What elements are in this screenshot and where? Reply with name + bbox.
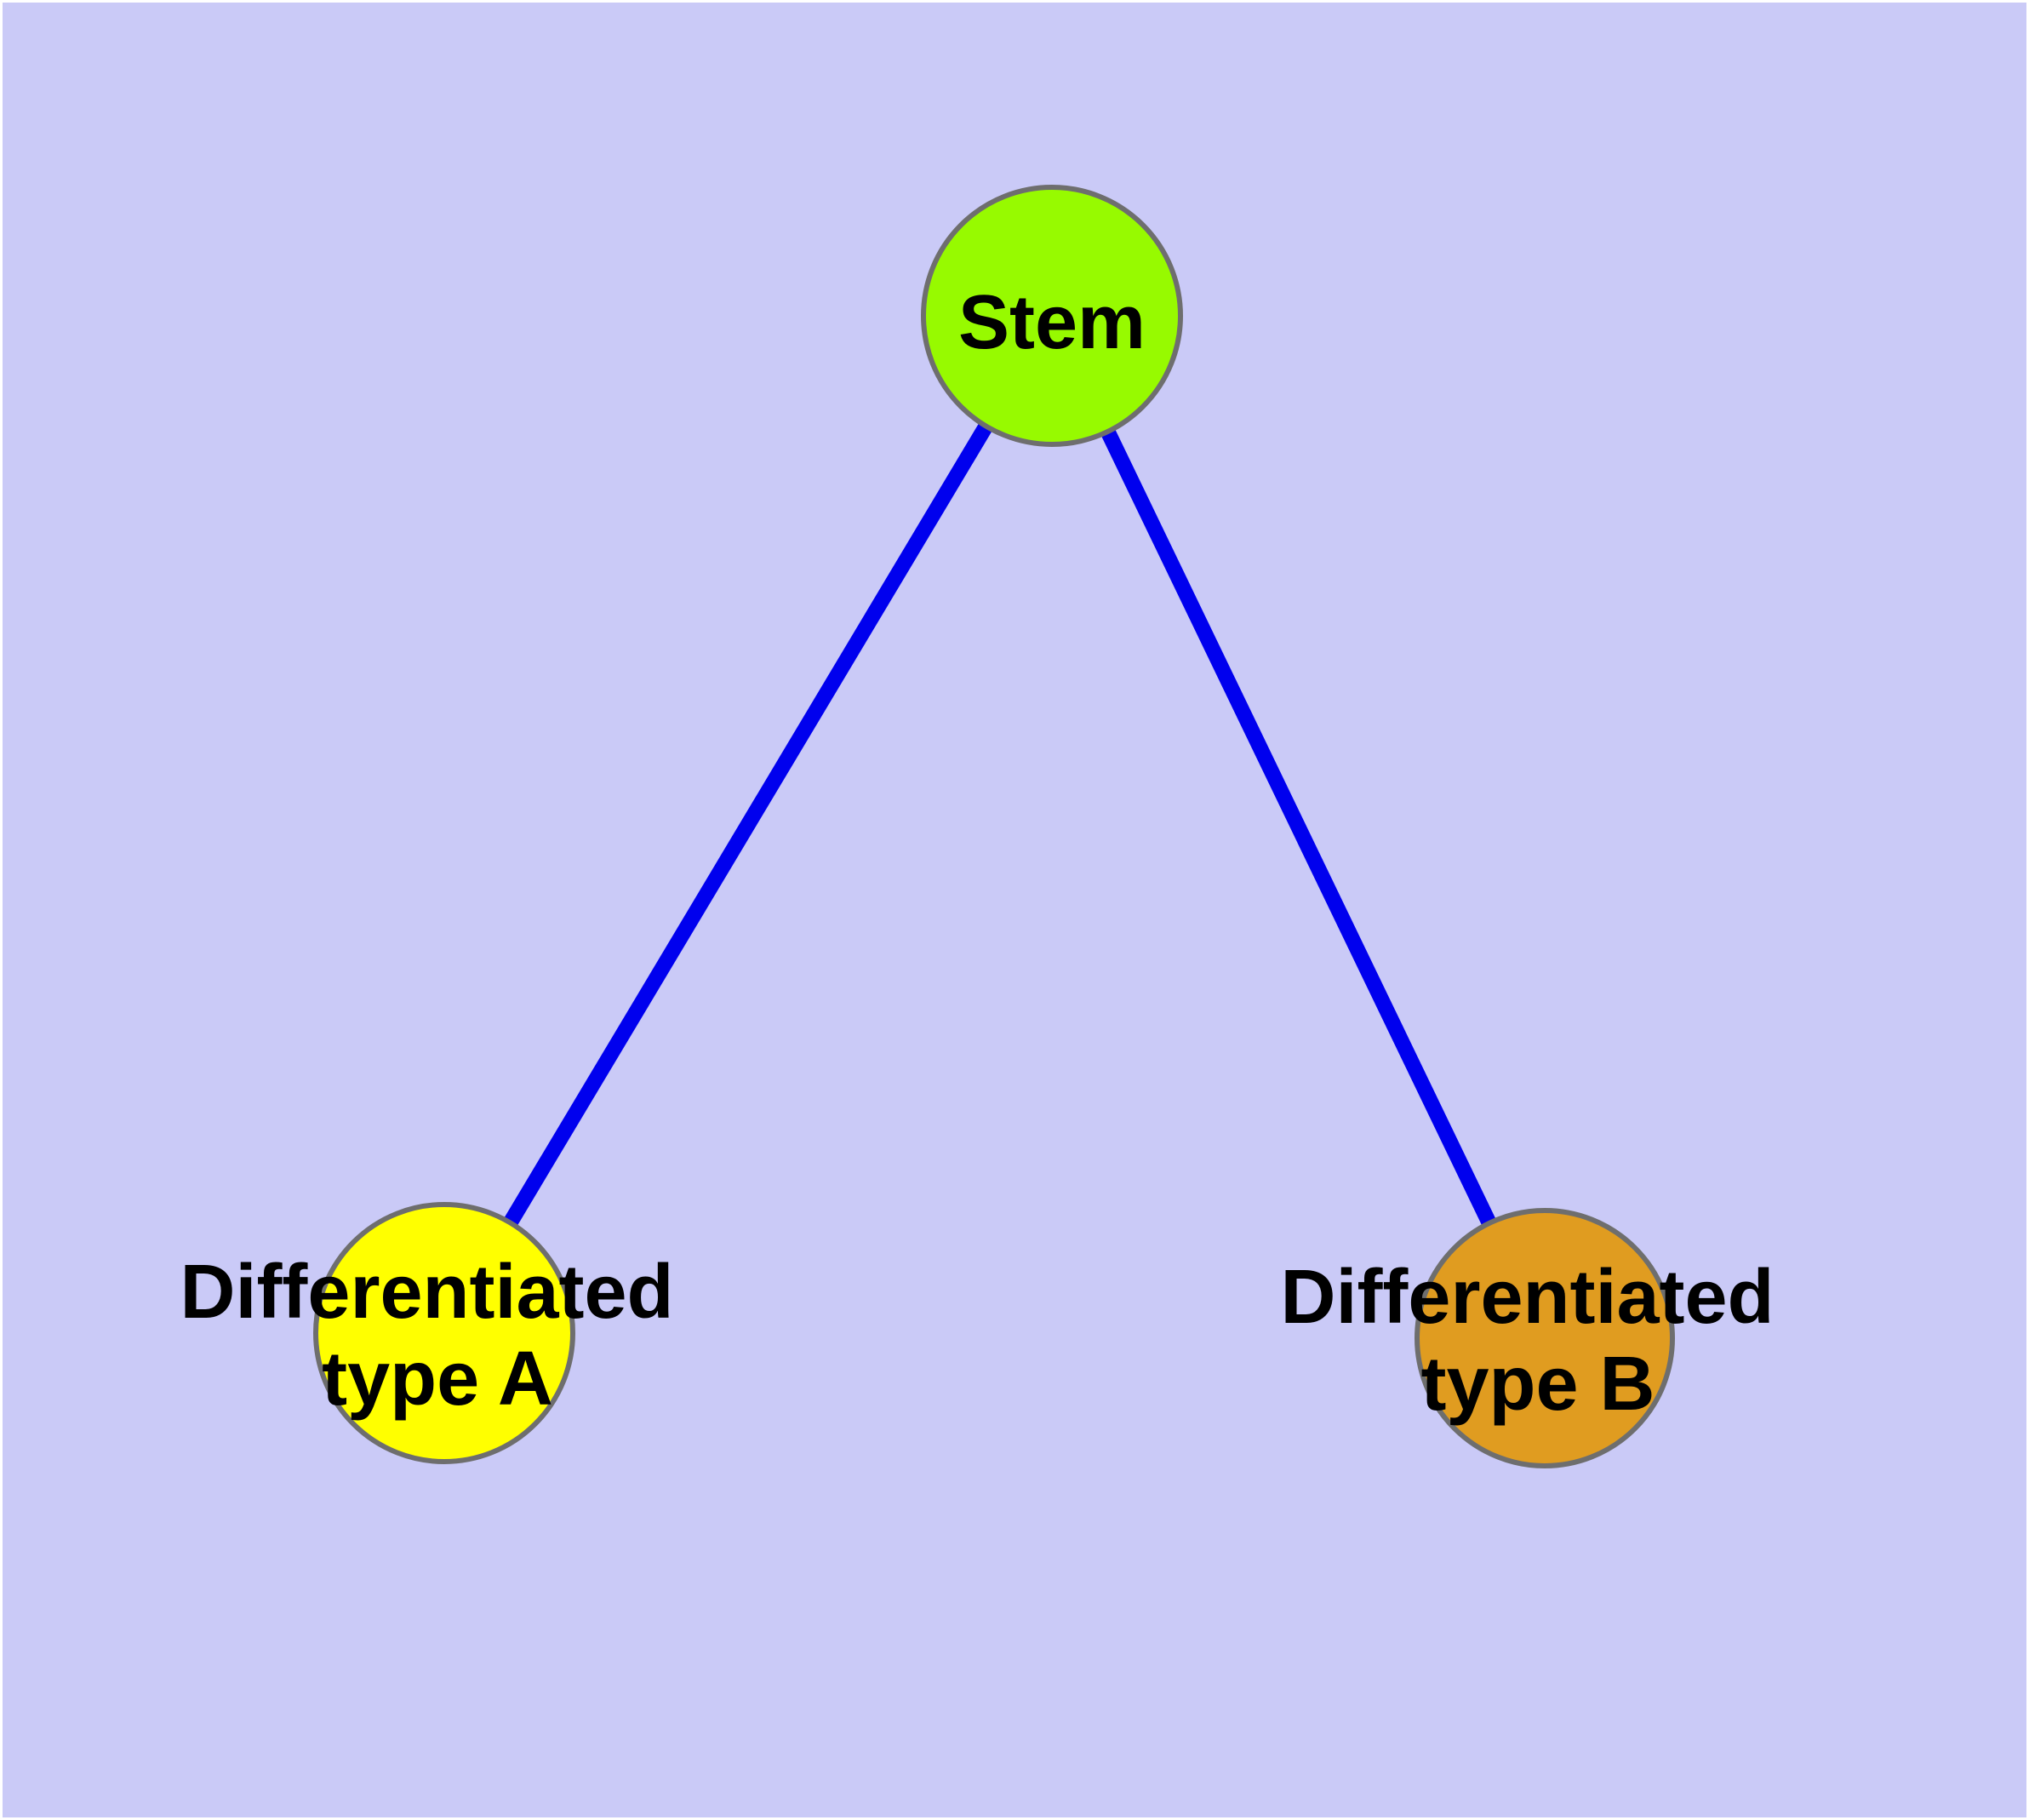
node-differentiated-type-b bbox=[1415, 1208, 1675, 1468]
node-type-b-label-line1: Differentiated bbox=[1280, 1255, 1774, 1340]
node-type-b-label-line2: type B bbox=[1420, 1342, 1655, 1427]
node-stem-label: Stem bbox=[958, 280, 1146, 365]
edge-stem-to-type-a bbox=[437, 312, 1059, 1337]
edge-stem-to-type-b bbox=[1044, 312, 1552, 1342]
node-type-a-label-line1: Differentiated bbox=[180, 1250, 673, 1335]
node-type-b-label: Differentiated type B bbox=[1280, 1255, 1795, 1427]
node-type-a-label: Differentiated type A bbox=[180, 1250, 694, 1422]
node-differentiated-type-a bbox=[313, 1202, 575, 1464]
node-stem bbox=[921, 185, 1183, 447]
node-type-a-label-line2: type A bbox=[322, 1336, 553, 1422]
